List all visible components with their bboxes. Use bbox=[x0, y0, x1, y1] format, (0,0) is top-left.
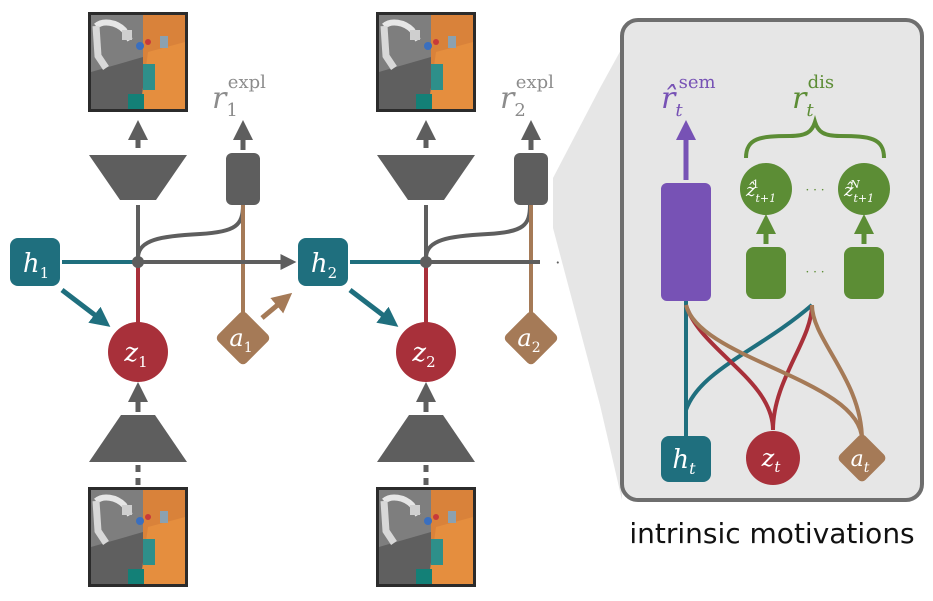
h-t-label: ht bbox=[672, 445, 696, 478]
z-node-2 bbox=[396, 322, 456, 382]
h-node-1 bbox=[10, 238, 60, 286]
input-image-2 bbox=[376, 487, 476, 587]
decoder-1 bbox=[89, 155, 187, 200]
junction-dot-2 bbox=[420, 256, 432, 268]
junction-to-reward-head-2 bbox=[424, 204, 532, 259]
junction-dot-1 bbox=[132, 256, 144, 268]
a-t-label: at bbox=[851, 447, 870, 476]
h-node-2 bbox=[298, 238, 348, 286]
z-node-2-label: z2 bbox=[411, 338, 435, 371]
reward-head-1 bbox=[226, 153, 260, 205]
z-hat-dots: · · · bbox=[805, 183, 824, 197]
z-hat-last-node bbox=[838, 163, 890, 215]
reward-label-1: r1expl bbox=[212, 72, 266, 121]
world-model-diagram: · · · h1 h2 z1 z2 a1 a2 r1expl r2expl bbox=[10, 12, 581, 587]
z-t-label: zt bbox=[761, 444, 782, 476]
intrinsic-motivation-panel: r̂tsem · · · ẑt+11 ẑt+1N · · · rtdis ht … bbox=[620, 18, 924, 502]
encoder-2 bbox=[377, 415, 475, 462]
a-node-1-label: a1 bbox=[229, 324, 252, 356]
a-node-1 bbox=[216, 311, 270, 365]
z-hat-last-label: ẑt+1N bbox=[843, 178, 874, 205]
ensemble-mlp-last bbox=[844, 247, 884, 299]
input-image-1 bbox=[88, 487, 188, 587]
z-to-dis-line bbox=[771, 304, 814, 431]
h-to-z-arrow-2 bbox=[348, 288, 399, 327]
reward-label-2: r2expl bbox=[500, 72, 554, 121]
ensemble-mlp-first bbox=[746, 247, 786, 299]
z-hat-first-node bbox=[740, 163, 792, 215]
semantic-head bbox=[661, 183, 711, 301]
action-to-h-arrow bbox=[260, 292, 293, 320]
z-node-1-label: z1 bbox=[123, 338, 147, 371]
zoom-connector bbox=[553, 48, 622, 500]
decoded-image-2 bbox=[376, 12, 476, 112]
disagreement-reward-label: rtdis bbox=[792, 72, 834, 121]
decoder-2 bbox=[377, 155, 475, 200]
reward-head-2 bbox=[514, 153, 548, 205]
h-node-2-label: h2 bbox=[311, 249, 337, 282]
junction-to-reward-head-1 bbox=[136, 204, 245, 259]
h-t-node bbox=[661, 436, 711, 482]
a-node-2-label: a2 bbox=[517, 324, 540, 356]
h-to-dis-line bbox=[684, 303, 814, 411]
h-node-1-label: h1 bbox=[23, 249, 49, 282]
z-t-node bbox=[746, 431, 800, 485]
ensemble-mlp-dots: · · · bbox=[805, 265, 824, 279]
semantic-reward-label: r̂tsem bbox=[661, 72, 716, 121]
encoder-1 bbox=[89, 415, 187, 462]
h-to-z-arrow-1 bbox=[60, 288, 111, 327]
a-node-2 bbox=[504, 311, 558, 365]
a-t-node bbox=[838, 434, 886, 482]
z-node-1 bbox=[108, 322, 168, 382]
a-to-dis-line bbox=[810, 304, 864, 441]
panel-caption: intrinsic motivations bbox=[629, 517, 914, 550]
a-to-sem-line bbox=[684, 304, 864, 441]
z-hat-first-label: ẑt+11 bbox=[745, 178, 776, 205]
disagreement-brace bbox=[744, 115, 886, 159]
decoded-image-1 bbox=[88, 12, 188, 112]
